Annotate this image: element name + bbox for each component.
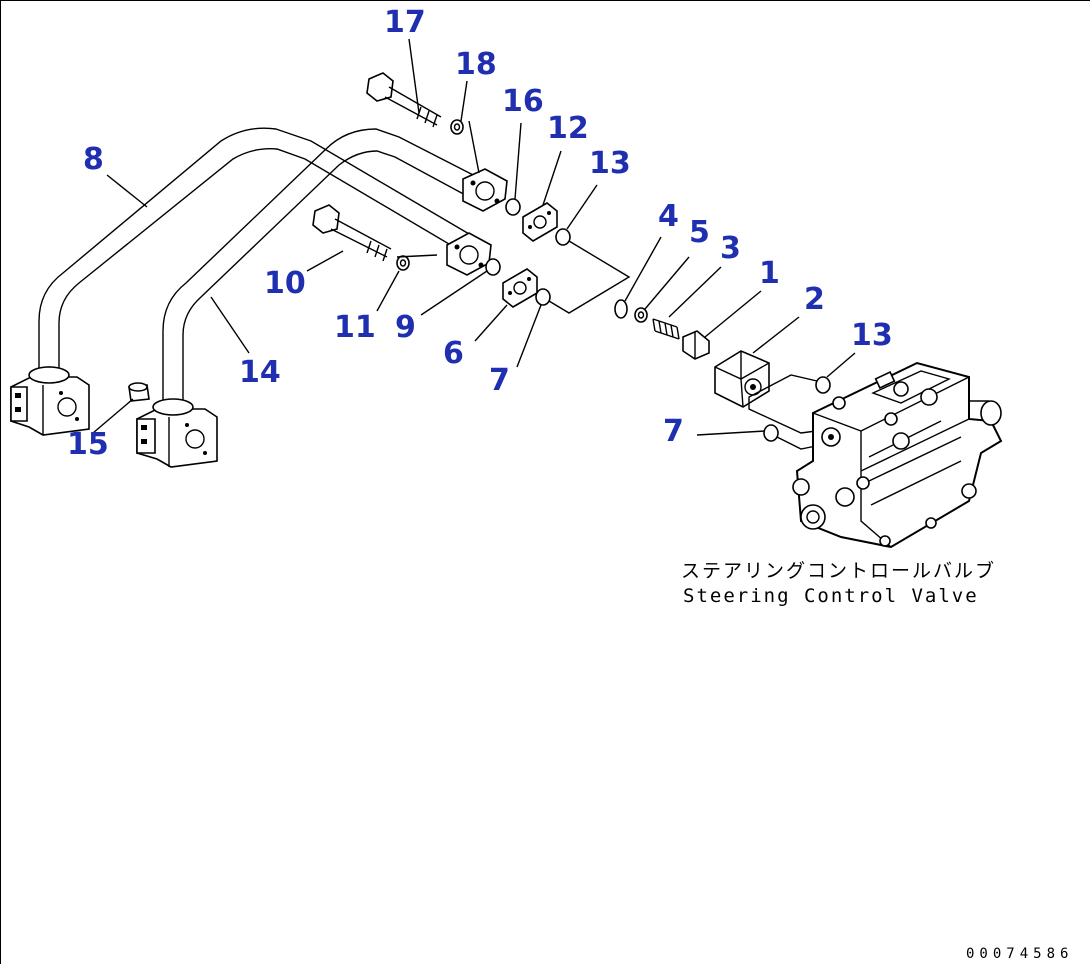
callout-3: 3 [720, 231, 741, 266]
callout-17: 17 [384, 5, 426, 40]
callout-12: 12 [547, 111, 589, 146]
callout-13-lower: 13 [851, 318, 893, 353]
poppet-1 [682, 330, 710, 360]
callout-8: 8 [83, 142, 104, 177]
callout-7-lower: 7 [663, 414, 684, 449]
pipe-8-flange-block [10, 366, 90, 436]
callout-11: 11 [334, 310, 376, 345]
leader-lines [92, 38, 856, 436]
callout-16: 16 [502, 84, 544, 119]
washer-5 [634, 307, 648, 323]
assembly-line-b [748, 374, 832, 434]
callout-labels: 17 18 16 12 13 8 4 5 3 1 2 10 11 9 6 13 … [67, 5, 893, 462]
plate-6 [502, 268, 538, 308]
plug-15 [128, 382, 150, 402]
callout-18: 18 [455, 47, 497, 82]
bolt-10 [312, 204, 392, 262]
callout-13-upper: 13 [589, 146, 631, 181]
callout-7-upper: 7 [489, 363, 510, 398]
valve-block-2 [714, 350, 770, 408]
plate-12 [522, 202, 558, 242]
callout-2: 2 [804, 282, 825, 317]
o-ring-9 [485, 258, 501, 276]
o-ring-13-lower [815, 376, 831, 394]
o-ring-7-upper [535, 288, 551, 306]
washer-11 [396, 255, 410, 271]
document-id: 00074586 [966, 946, 1073, 962]
callout-5: 5 [689, 215, 710, 250]
washer-18 [450, 119, 464, 135]
pipe-8 [38, 127, 482, 373]
callout-10: 10 [264, 266, 306, 301]
caption-japanese: ステアリングコントロールバルブ [681, 559, 996, 582]
spring-3 [652, 318, 680, 340]
callout-6: 6 [443, 336, 464, 371]
o-ring-13-upper [555, 228, 571, 246]
flange-upper [462, 168, 508, 212]
assembly-line-a [548, 240, 631, 314]
steering-control-valve [792, 361, 1003, 549]
o-ring-16 [505, 198, 521, 216]
callout-1: 1 [759, 256, 780, 291]
callout-4: 4 [658, 199, 679, 234]
o-ring-7-lower [763, 424, 779, 442]
pipe-14 [162, 128, 482, 403]
flange-lower [446, 232, 492, 276]
callout-15: 15 [67, 427, 109, 462]
ring-4 [614, 299, 628, 319]
caption-english: Steering Control Valve [683, 585, 979, 607]
pipe-14-flange-block [136, 398, 218, 468]
callout-14: 14 [239, 355, 281, 390]
callout-9: 9 [395, 310, 416, 345]
bolt-17 [366, 72, 442, 128]
